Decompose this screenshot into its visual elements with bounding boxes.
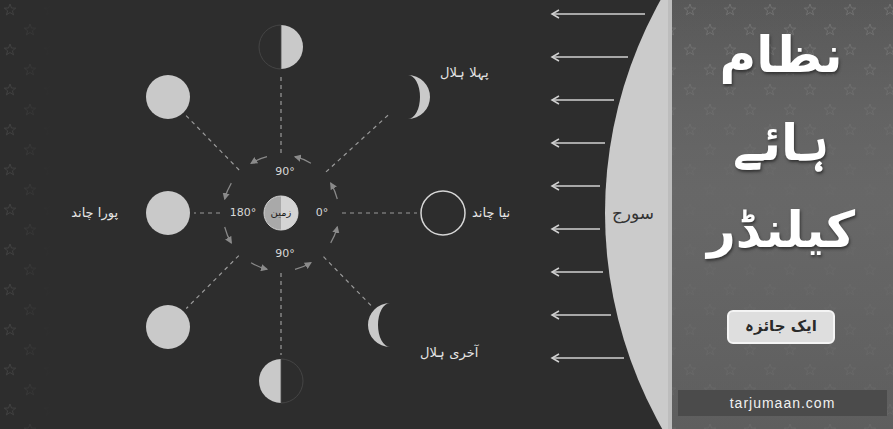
earth-circle: زمین — [263, 195, 299, 231]
text-holder: نیا چاند — [472, 205, 510, 221]
orbit-arrows — [225, 157, 338, 270]
spoke-line — [326, 115, 389, 172]
site-band: tarjumaan.com — [678, 390, 887, 416]
sun-disc — [605, 0, 668, 429]
angle-label: 90° — [275, 247, 295, 260]
moon-shape — [384, 73, 432, 121]
angle-label: 0° — [316, 206, 329, 219]
label-holder: 90° — [275, 247, 295, 260]
spoke-line — [324, 257, 372, 307]
text-holder: سورج — [612, 203, 654, 223]
subtitle-box: ایک جائزہ — [727, 310, 835, 344]
moon-phase: پورا چاند — [69, 187, 194, 239]
half-moon — [259, 359, 281, 403]
earth-disc — [264, 196, 298, 230]
label-holder: 180° — [230, 206, 257, 219]
moon-phase: آخری ہلال — [364, 299, 480, 363]
node-text: ایک جائزہ — [745, 317, 817, 337]
moon-phase: نیا چاند — [417, 187, 512, 239]
moon-shape — [419, 189, 467, 237]
moon-phases — [146, 25, 303, 403]
panel-stars — [672, 0, 893, 429]
node-text: سورج — [612, 203, 654, 223]
text-holder: پورا چاند — [71, 205, 118, 221]
angle-label: 180° — [230, 206, 257, 219]
node-text: آخری ہلال — [420, 345, 478, 361]
moon-shape — [366, 301, 414, 349]
node-text: پہلا ہلال — [440, 65, 489, 81]
text-holder: آخری ہلال — [420, 345, 478, 361]
star-strip — [0, 0, 50, 429]
text-holder: زمین — [271, 207, 292, 219]
node-text: پورا چاند — [71, 205, 118, 221]
moon-shape — [144, 189, 192, 237]
text-holder: پہلا ہلال — [440, 65, 489, 81]
node-text: نیا چاند — [472, 205, 510, 221]
text-holder: tarjumaan.com — [730, 395, 836, 412]
angle-label: 90° — [275, 165, 295, 178]
moon-phase: پہلا ہلال — [382, 63, 491, 123]
node-text: زمین — [271, 207, 292, 219]
gibbous-moon — [146, 75, 190, 119]
spoke-line — [194, 212, 220, 213]
node-text: tarjumaan.com — [730, 395, 836, 412]
spoke-line — [342, 212, 417, 213]
text-holder: ایک جائزہ — [745, 317, 817, 337]
half-moon — [281, 25, 303, 69]
title-panel — [672, 0, 893, 429]
title-text: نظام ہائے کیلنڈر — [707, 12, 855, 275]
new-moon — [421, 191, 465, 235]
gibbous-moon — [146, 305, 190, 349]
sun-circle: سورج — [600, 0, 668, 429]
full-moon — [146, 191, 190, 235]
crescent-moon — [408, 75, 430, 119]
panel-separator — [668, 0, 672, 429]
star-strip-fade — [0, 0, 50, 429]
crescent-moon — [368, 303, 390, 347]
panel-fade — [672, 0, 893, 429]
title-holder: نظام ہائے کیلنڈر — [707, 12, 855, 275]
label-holder: 0° — [316, 206, 329, 219]
label-holder: 90° — [275, 165, 295, 178]
